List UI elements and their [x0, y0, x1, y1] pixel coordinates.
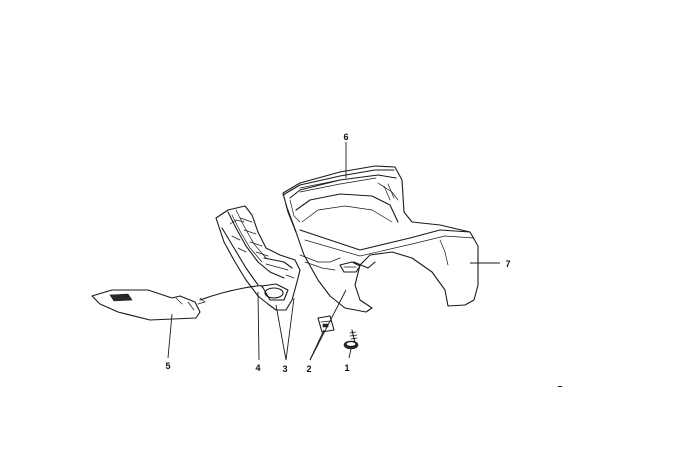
part-5-cover-plate	[91, 289, 201, 321]
part-4-inner-panel	[215, 205, 301, 311]
leader-lines	[167, 142, 500, 361]
corner-mark: –	[557, 381, 562, 391]
leader-5	[167, 313, 173, 359]
leader-4	[257, 291, 260, 361]
part-2-clip	[317, 315, 335, 333]
callout-6: 6	[343, 132, 348, 142]
callout-2: 2	[306, 364, 311, 374]
callout-3: 3	[282, 364, 287, 374]
callout-5: 5	[165, 361, 170, 371]
part-6-top-rail	[282, 169, 395, 196]
leader-3a	[275, 304, 287, 361]
connector-hose	[197, 285, 264, 305]
part-7-fender	[282, 165, 479, 313]
part-1-screw	[343, 329, 359, 350]
callout-7: 7	[505, 259, 510, 269]
callout-labels: 1 2 3 4 5 6 7 –	[165, 132, 562, 391]
leader-2b	[309, 289, 347, 361]
leader-1	[348, 348, 352, 359]
callout-4: 4	[255, 363, 260, 373]
callout-1: 1	[344, 363, 349, 373]
leader-3b	[285, 297, 295, 361]
